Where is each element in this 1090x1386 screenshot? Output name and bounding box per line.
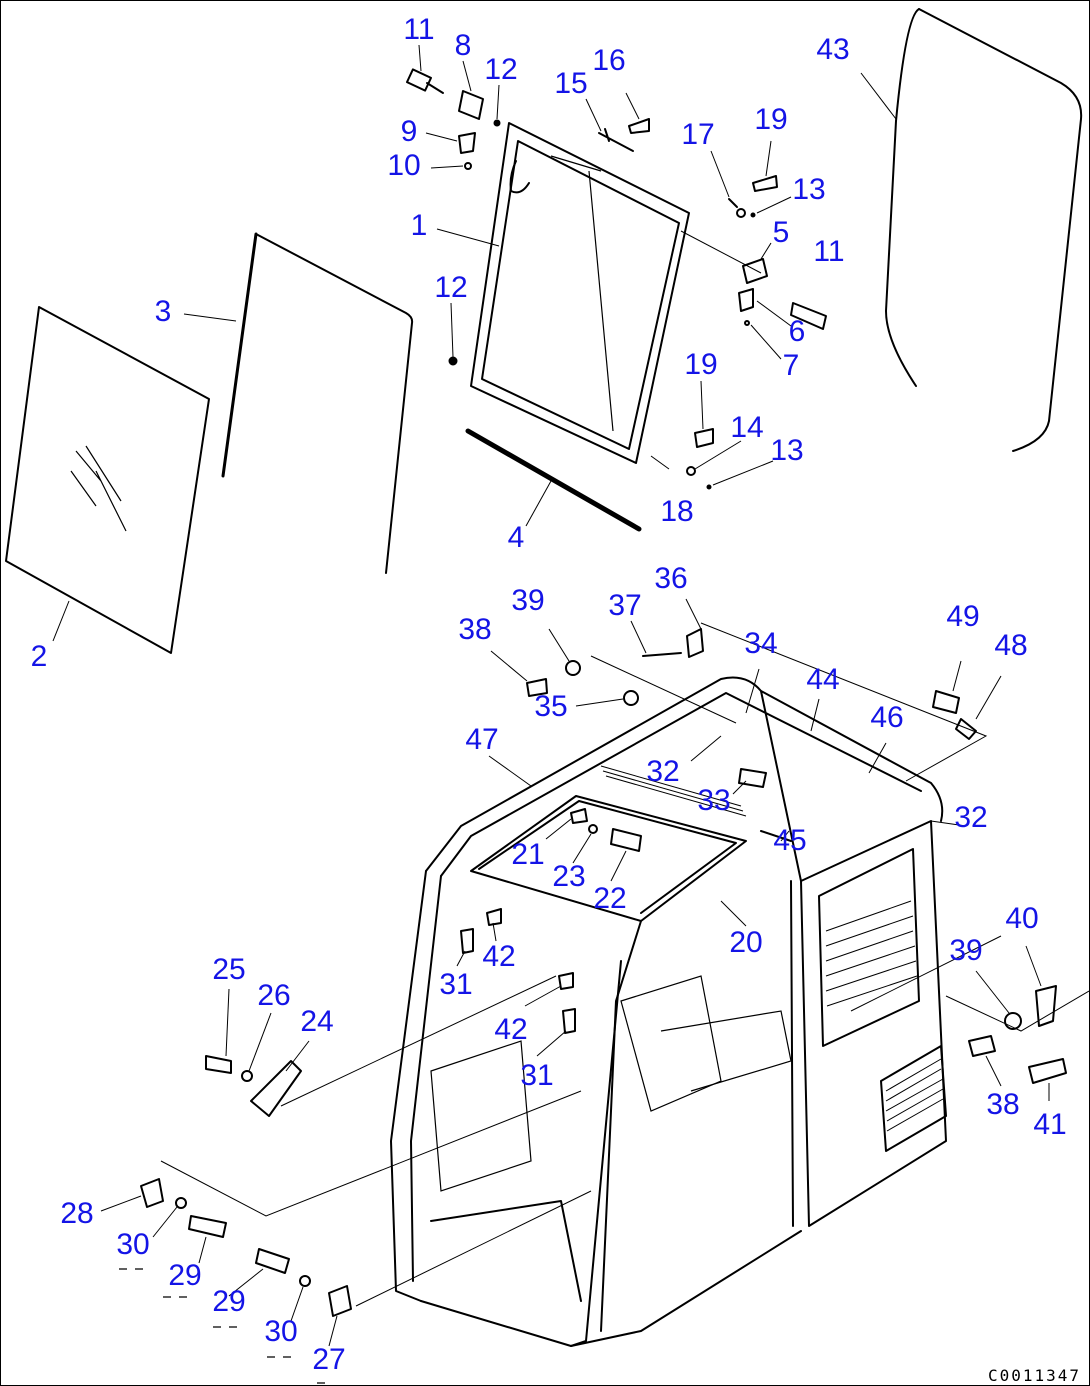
callout-20: 20 [729, 926, 762, 959]
callout-25: 25 [212, 953, 245, 986]
callout-13-lower: 13 [770, 434, 803, 467]
hinge-hardware-upper [405, 44, 827, 490]
callout-41: 41 [1033, 1108, 1066, 1141]
callout-29: 29 [168, 1259, 201, 1292]
callout-30-lower: 30 [264, 1315, 297, 1348]
callout-31: 31 [439, 968, 472, 1001]
callout-19-lower: 19 [684, 348, 717, 381]
callout-1: 1 [411, 209, 428, 242]
callout-15: 15 [554, 67, 587, 100]
callout-34: 34 [744, 627, 777, 660]
callout-11-right: 11 [813, 235, 844, 268]
callout-48: 48 [994, 629, 1027, 662]
callout-44: 44 [806, 663, 839, 696]
callout-2: 2 [31, 640, 48, 673]
callout-3: 3 [155, 295, 172, 328]
callout-12: 12 [484, 53, 517, 86]
callout-13: 13 [792, 173, 825, 206]
callout-17: 17 [681, 118, 714, 151]
glass-seal-3 [183, 232, 414, 574]
callout-22: 22 [593, 882, 626, 915]
callout-42-lower: 42 [494, 1013, 527, 1046]
callout-labels: 11 8 12 16 15 43 9 10 17 19 13 1 5 11 3 … [31, 13, 1067, 1376]
callout-38-right: 38 [986, 1088, 1019, 1121]
door-seal-43 [860, 8, 1083, 452]
callout-12-lower: 12 [434, 271, 467, 304]
callout-8: 8 [455, 29, 472, 62]
callout-19: 19 [754, 103, 787, 136]
callout-27: 27 [312, 1343, 345, 1376]
cab-hardware [100, 598, 1067, 1384]
callout-21: 21 [511, 838, 544, 871]
callout-47: 47 [465, 723, 498, 756]
callout-31-lower: 31 [520, 1059, 553, 1092]
callout-5: 5 [773, 216, 790, 249]
callout-4: 4 [508, 521, 525, 554]
callout-29-lower: 29 [212, 1285, 245, 1318]
callout-26: 26 [257, 979, 290, 1012]
cab-body [160, 622, 1089, 1347]
callout-23: 23 [552, 860, 585, 893]
callout-14: 14 [730, 411, 763, 444]
callout-28: 28 [60, 1197, 93, 1230]
callout-35: 35 [534, 690, 567, 723]
callout-40: 40 [1005, 902, 1038, 935]
callout-24: 24 [300, 1005, 333, 1038]
window-frame-1 [436, 122, 762, 470]
callout-38: 38 [458, 613, 491, 646]
callout-7: 7 [783, 349, 800, 382]
callout-39: 39 [511, 584, 544, 617]
glass-pane-2 [5, 306, 210, 654]
callout-45: 45 [773, 824, 806, 857]
callout-46: 46 [870, 701, 903, 734]
callout-30: 30 [116, 1228, 149, 1261]
callout-42: 42 [482, 940, 515, 973]
callout-11: 11 [403, 13, 434, 46]
callout-39-right: 39 [949, 934, 982, 967]
callout-16: 16 [592, 44, 625, 77]
callout-33: 33 [697, 784, 730, 817]
callout-9: 9 [401, 115, 418, 148]
callout-10: 10 [387, 149, 420, 182]
callout-36: 36 [654, 562, 687, 595]
callout-43: 43 [816, 33, 849, 66]
drawing-code: C0011347 [988, 1366, 1081, 1385]
callout-32: 32 [646, 755, 679, 788]
callout-37: 37 [608, 589, 641, 622]
callout-18: 18 [660, 495, 693, 528]
callout-49: 49 [946, 600, 979, 633]
callout-6: 6 [789, 315, 806, 348]
lower-rail-4 [465, 428, 642, 532]
callout-32-right: 32 [954, 801, 987, 834]
